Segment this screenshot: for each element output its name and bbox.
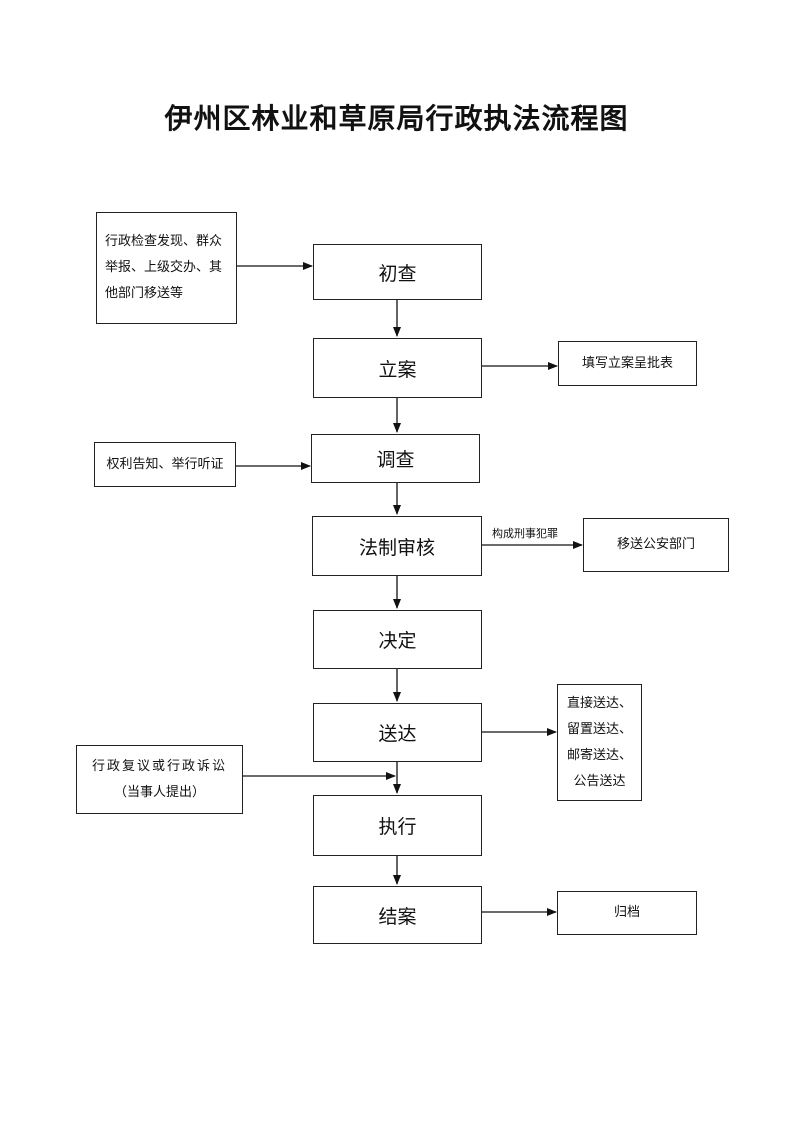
transfer-condition-label: 构成刑事犯罪 [492,527,558,540]
step-investigate-label: 调查 [376,449,415,471]
page-title: 伊州区林业和草原局行政执法流程图 [164,102,629,135]
step-file-case: 立案 [313,338,482,398]
input-review-litigation-line-1: 行政复议或行政诉讼 [91,758,227,774]
input-rights-notice: 权利告知、举行听证 [94,442,236,487]
delivery-method-direct: 直接送达、 [566,695,632,711]
delivery-method-public: 公告送达 [573,773,626,789]
output-delivery-methods: 直接送达、 留置送达、 邮寄送达、 公告送达 [557,684,642,801]
step-delivery-label: 送达 [378,723,417,745]
step-execute-label: 执行 [378,816,417,838]
input-case-sources-line-2: 举报、上级交办、其 [105,260,223,275]
step-investigate: 调查 [311,434,480,483]
input-review-litigation-line-2: （当事人提出） [113,784,205,800]
step-decision-label: 决定 [378,630,417,652]
input-review-litigation: 行政复议或行政诉讼 （当事人提出） [76,745,243,814]
output-approval-form-label: 填写立案呈批表 [581,355,673,371]
input-case-sources-line-1: 行政检查发现、群众 [105,234,223,249]
output-transfer-police-label: 移送公安部门 [616,537,695,552]
step-close-case: 结案 [313,886,482,944]
step-file-case-label: 立案 [378,358,417,381]
input-case-sources: 行政检查发现、群众 举报、上级交办、其 他部门移送等 [96,212,237,324]
input-rights-notice-label: 权利告知、举行听证 [106,456,224,472]
step-delivery: 送达 [313,703,482,762]
step-initial-check-label: 初查 [378,262,417,285]
output-archive: 归档 [557,891,697,935]
output-archive-label: 归档 [613,905,640,920]
step-legal-review-label: 法制审核 [358,536,435,559]
output-approval-form: 填写立案呈批表 [558,341,697,386]
step-initial-check: 初查 [313,244,482,300]
output-transfer-police: 移送公安部门 [583,518,729,572]
step-legal-review: 法制审核 [312,516,482,576]
step-decision: 决定 [313,610,482,669]
delivery-method-lien: 留置送达、 [566,721,632,737]
input-case-sources-line-3: 他部门移送等 [105,286,184,301]
delivery-method-mail: 邮寄送达、 [566,747,632,763]
step-execute: 执行 [313,795,482,856]
step-close-case-label: 结案 [378,905,417,928]
